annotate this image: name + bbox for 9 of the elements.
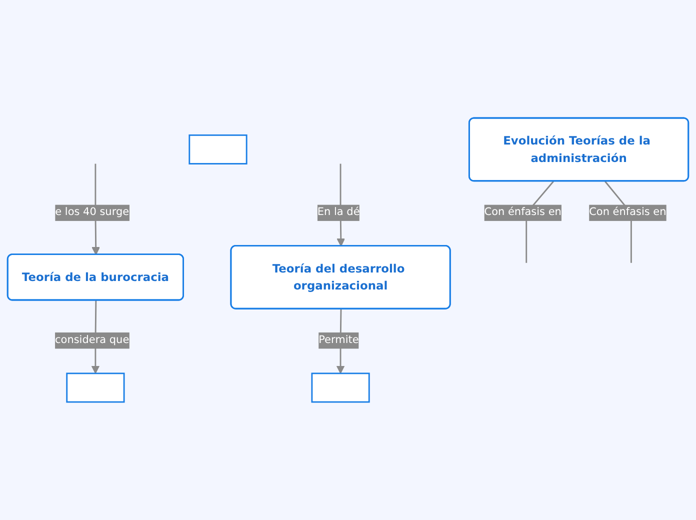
node-box — [66, 372, 125, 403]
edge-label: En la dé — [317, 206, 360, 218]
edge-label: e los 40 surge — [55, 206, 130, 218]
edge-label: Permite — [318, 333, 359, 346]
edge-label: Con énfasis en — [484, 206, 562, 218]
edge-label: Con énfasis en — [589, 206, 666, 218]
node-box — [188, 134, 248, 164]
edge-label: considera que — [55, 333, 130, 346]
node-box — [311, 372, 370, 403]
